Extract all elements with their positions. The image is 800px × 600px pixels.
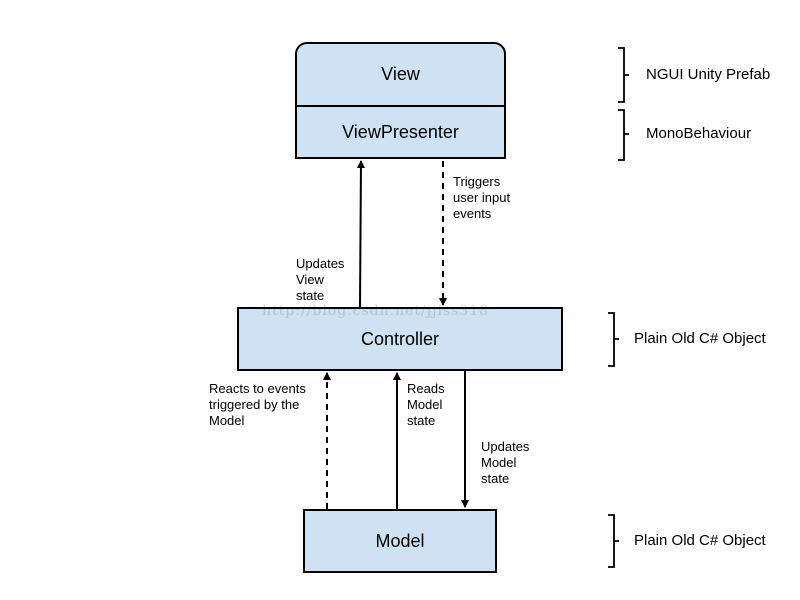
bracket-controller [608,312,619,367]
view-presenter-box: ViewPresenter [295,105,506,159]
model-label: Model [375,530,425,551]
label-reacts-events: Reacts to events triggered by the Model [209,381,306,428]
layer-label-controller: Plain Old C# Object [634,330,766,347]
layer-label-view-presenter: MonoBehaviour [646,125,752,142]
label-updates-view: Updates View state [296,256,345,303]
label-reads-model: Reads Model state [407,381,445,428]
controller-label: Controller [360,328,440,349]
bracket-model [608,514,619,568]
bracket-view-presenter [618,109,629,161]
label-updates-model: Updates Model state [481,439,530,486]
view-presenter-label: ViewPresenter [342,121,459,142]
watermark: http://blog.csdn.net/jjiss318 [262,303,490,319]
view-label: View [381,64,420,84]
arrow-updates-view [356,160,365,308]
controller-box: Controller [237,307,563,371]
view-box: View [295,42,506,107]
bracket-view [618,47,629,103]
label-triggers-input: Triggers user input events [453,174,511,221]
layer-label-view: NGUI Unity Prefab [646,66,771,83]
layer-label-model: Plain Old C# Object [634,532,766,549]
model-box: Model [303,509,497,573]
